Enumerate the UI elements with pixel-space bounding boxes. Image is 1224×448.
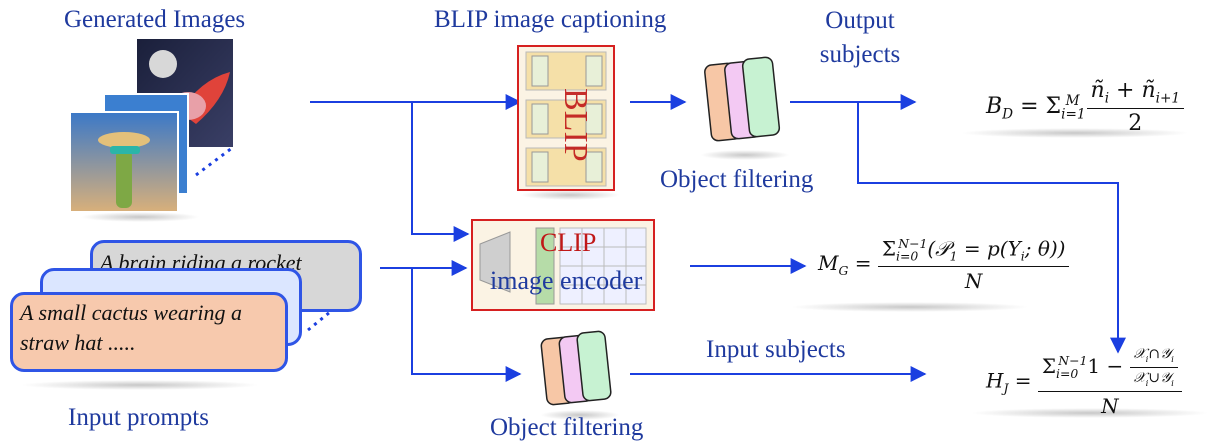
cactus-icon xyxy=(116,150,132,208)
generated-images-stack xyxy=(69,37,235,213)
filter-top-shadow xyxy=(700,150,790,160)
blip-shadow xyxy=(520,190,620,200)
object-filtering-top-label: Object filtering xyxy=(660,166,814,193)
filter-bottom-shadow xyxy=(540,410,620,420)
output-subjects-label: Output subjects xyxy=(819,7,901,68)
arrow-prompts-to-filter xyxy=(411,268,522,382)
more-images-dots xyxy=(195,146,233,177)
blip-architecture-graphic xyxy=(517,45,615,191)
bd-shadow xyxy=(960,128,1190,138)
blip-watermark: BLIP xyxy=(557,88,594,162)
arrow-lines xyxy=(310,94,1126,382)
mg-shadow xyxy=(790,302,1030,312)
straw-hat-icon xyxy=(98,132,150,148)
clip-subtitle: image encoder xyxy=(490,266,643,295)
blip-title: BLIP image captioning xyxy=(434,6,667,33)
generated-images-label: Generated Images xyxy=(64,6,246,33)
arrow-images-to-clip xyxy=(411,102,470,242)
clip-architecture-graphic xyxy=(471,219,655,311)
hj-shadow xyxy=(970,408,1210,418)
prompt-front-text: A small cactus wearing a straw hat ..... xyxy=(20,300,243,355)
object-filter-cards-top xyxy=(704,56,781,142)
clip-title: CLIP xyxy=(540,228,597,257)
moon-icon xyxy=(149,50,177,78)
images-shadow xyxy=(80,212,200,222)
prompts-shadow xyxy=(20,380,260,390)
input-prompts-label: Input prompts xyxy=(68,404,209,431)
object-filtering-bottom-label: Object filtering xyxy=(490,414,644,441)
formula-mg: MG = Σi=0N−1(𝒫1 = p(Yi; θ))N xyxy=(818,236,1070,293)
object-filter-cards-bottom xyxy=(540,330,612,406)
input-subjects-label: Input subjects xyxy=(706,336,846,363)
arrow-filter-to-hj xyxy=(857,102,1126,354)
more-prompts-dots xyxy=(307,310,331,332)
prompt-card-front xyxy=(10,292,288,372)
